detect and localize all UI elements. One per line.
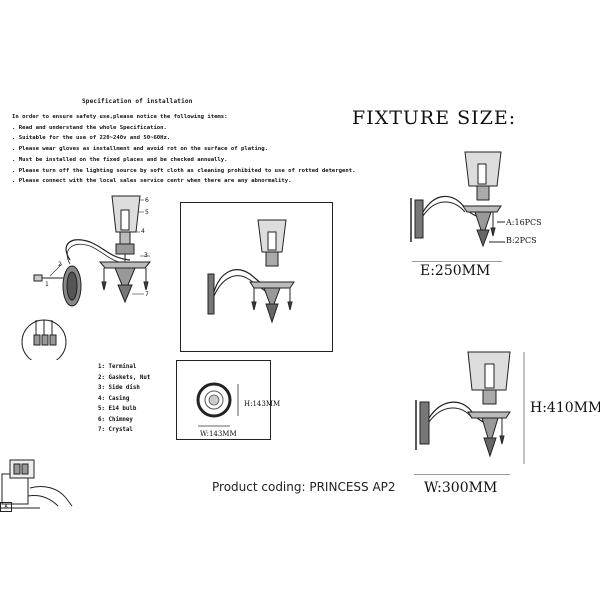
part-item: 6: Chimney [98,416,133,423]
fixture-size-title: FIXTURE SIZE: [352,107,517,129]
base-width-label: W:143MM [200,430,237,438]
callout-5: 5 [145,209,149,216]
spec-item: . Must be installed on the fixed places … [12,156,228,163]
callout-7: 7 [145,291,149,298]
callout-1: 1 [45,281,49,288]
fixture-side-view [410,151,505,248]
part-item: 3: Side dish [98,385,140,391]
spec-item: . Please turn off the lighting source by… [12,167,356,174]
width-dimension: W:300MM [424,480,498,496]
spec-item: In order to ensure safety use,please not… [12,114,228,120]
callout-6: 6 [145,197,149,204]
width-rule [414,474,510,475]
assembled-view [180,202,333,352]
spec-list: In order to ensure safety use,please not… [12,112,356,187]
part-item: 1: Terminal [98,364,137,370]
callout-4: 4 [141,228,145,235]
wall-plate-drawing [33,195,152,307]
terminal-detail-drawing [21,319,67,360]
part-item: 4: Casing [98,395,130,402]
callout-3: 3 [144,252,148,259]
callout-2: 2 [58,261,62,268]
base-height-label: H:143MM [244,400,281,408]
spec-title: Specification of installation [82,98,193,105]
switch-off-illustration [0,459,73,509]
product-coding: Product coding: PRINCESS AP2 [212,480,396,494]
extension-dimension: E:250MM [420,263,491,279]
parts-list: 1: Terminal 2: Gaskets, Nut 3: Side dish… [98,362,150,436]
part-item: 5: E14 bulb [98,406,137,412]
base-plate-view [176,360,271,440]
height-dimension: H:410MM [530,400,600,416]
spec-item: . Read and understand the whole Specific… [12,124,167,131]
part-item: 2: Gaskets, Nut [98,374,151,381]
crystal-a-count: A:16PCS [506,218,542,227]
spec-item: . Please connect with the local sales se… [12,178,292,185]
corner-label: A [0,502,12,512]
fixture-front-view [415,351,525,464]
extension-rule [412,261,502,262]
part-item: 7: Crystal [98,427,133,433]
exploded-diagram [21,195,152,360]
spec-item: . Please wear gloves as installment and … [12,146,268,153]
crystal-b-count: B:2PCS [506,236,537,245]
spec-item: . Suitable for the use of 220~240v and 5… [12,135,171,142]
